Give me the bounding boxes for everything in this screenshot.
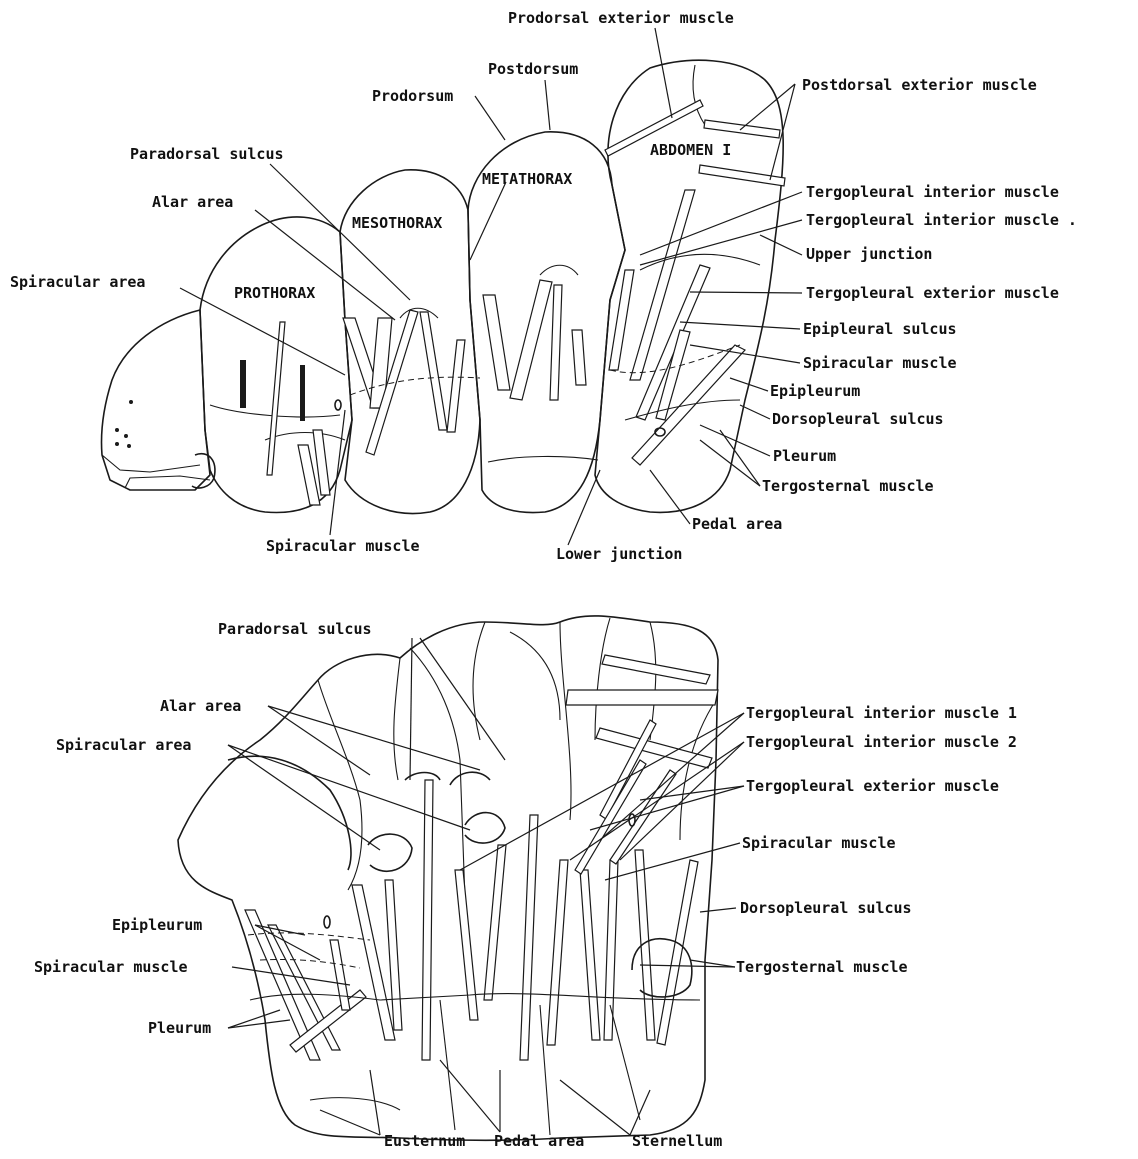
paradorsal-sulcus-label: Paradorsal sulcus — [130, 145, 284, 163]
b-pedal-area-label: Pedal area — [494, 1132, 584, 1150]
epipleural-sulcus-label: Epipleural sulcus — [803, 320, 957, 338]
b-paradorsal-sulcus-label: Paradorsal sulcus — [218, 620, 372, 638]
epipleurum-label: Epipleurum — [770, 382, 860, 400]
prodorsum-label: Prodorsum — [372, 87, 453, 105]
upper-junction-label: Upper junction — [806, 245, 932, 263]
metathorax-label: METATHORAX — [482, 170, 572, 188]
prothorax-label: PROTHORAX — [234, 284, 315, 302]
pleurum-label: Pleurum — [773, 447, 836, 465]
b-tergopleural-interior-muscle-2-label: Tergopleural interior muscle 2 — [746, 733, 1017, 751]
spiracular-muscle-bottom-label: Spiracular muscle — [266, 537, 420, 555]
b-pleurum-label: Pleurum — [148, 1019, 211, 1037]
b-spiracular-muscle-right-label: Spiracular muscle — [742, 834, 896, 852]
spiracular-area-label: Spiracular area — [10, 273, 145, 291]
b-tergopleural-interior-muscle-1-label: Tergopleural interior muscle 1 — [746, 704, 1017, 722]
dorsopleural-sulcus-label: Dorsopleural sulcus — [772, 410, 944, 428]
abdomen-label: ABDOMEN I — [650, 141, 731, 159]
b-spiracular-muscle-left-label: Spiracular muscle — [34, 958, 188, 976]
tergopleural-interior-muscle-a-label: Tergopleural interior muscle — [806, 183, 1059, 201]
top-figure: PROTHORAX MESOTHORAX METATHORAX ABDOMEN … — [10, 9, 1077, 563]
tergopleural-interior-muscle-b-label: Tergopleural interior muscle . — [806, 211, 1077, 229]
b-tergosternal-muscle-label: Tergosternal muscle — [736, 958, 908, 976]
b-dorsopleural-sulcus-label: Dorsopleural sulcus — [740, 899, 912, 917]
b-sternellum-label: Sternellum — [632, 1132, 722, 1150]
spiracular-muscle-right-label: Spiracular muscle — [803, 354, 957, 372]
b-alar-area-label: Alar area — [160, 697, 241, 715]
tergopleural-exterior-muscle-label: Tergopleural exterior muscle — [806, 284, 1059, 302]
prodorsal-exterior-muscle-label: Prodorsal exterior muscle — [508, 9, 734, 27]
b-epipleurum-label: Epipleurum — [112, 916, 202, 934]
postdorsum-label: Postdorsum — [488, 60, 578, 78]
head-capsule — [101, 310, 210, 490]
alar-area-label: Alar area — [152, 193, 233, 211]
b-eusternum-label: Eusternum — [384, 1132, 465, 1150]
lower-junction-label: Lower junction — [556, 545, 682, 563]
postdorsal-exterior-muscle-label: Postdorsal exterior muscle — [802, 76, 1037, 94]
tergosternal-muscle-label: Tergosternal muscle — [762, 477, 934, 495]
pedal-area-label: Pedal area — [692, 515, 782, 533]
b-tergopleural-exterior-muscle-label: Tergopleural exterior muscle — [746, 777, 999, 795]
b-spiracular-area-label: Spiracular area — [56, 736, 191, 754]
mesothorax-label: MESOTHORAX — [352, 214, 442, 232]
bottom-leader-lines — [228, 638, 744, 1135]
bottom-figure: Paradorsal sulcus Alar area Spiracular a… — [34, 616, 1017, 1150]
